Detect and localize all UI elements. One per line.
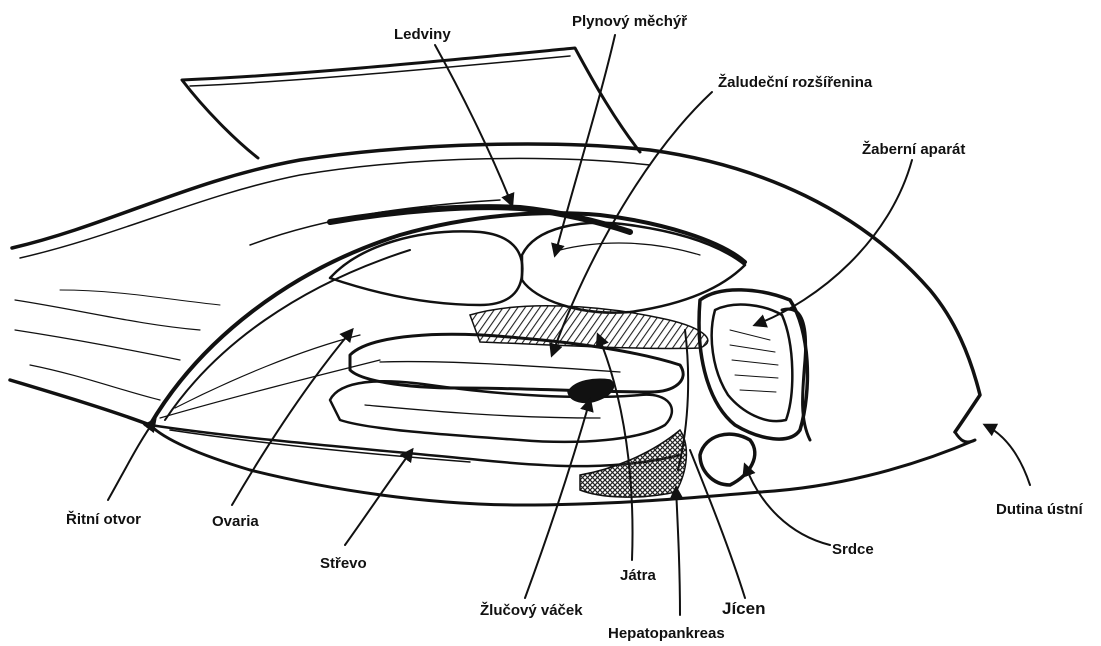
label-ledviny: Ledviny	[394, 27, 451, 42]
label-jatra: Játra	[620, 568, 656, 583]
label-zaberni-aparat: Žaberní aparát	[862, 142, 965, 157]
heart	[700, 434, 755, 485]
label-zlucovy-vacek: Žlučový váček	[480, 603, 583, 618]
label-ovaria: Ovaria	[212, 514, 259, 529]
label-plynovy-mechyr: Plynový měchýř	[572, 14, 687, 29]
label-hepatopankreas: Hepatopankreas	[608, 626, 725, 641]
gill-apparatus	[699, 290, 810, 440]
label-dutina-ustni: Dutina ústní	[996, 502, 1083, 517]
dorsal-fin	[182, 48, 640, 158]
intestine	[330, 334, 683, 442]
label-jicen: Jícen	[722, 600, 765, 617]
label-srdce: Srdce	[832, 542, 874, 557]
label-zaludecni-rozsirenina: Žaludeční rozšířenina	[718, 75, 872, 90]
label-strevo: Střevo	[320, 556, 367, 571]
liver	[470, 306, 708, 349]
gall-bladder	[568, 379, 614, 402]
label-ritni-otvor: Řitní otvor	[66, 512, 141, 527]
